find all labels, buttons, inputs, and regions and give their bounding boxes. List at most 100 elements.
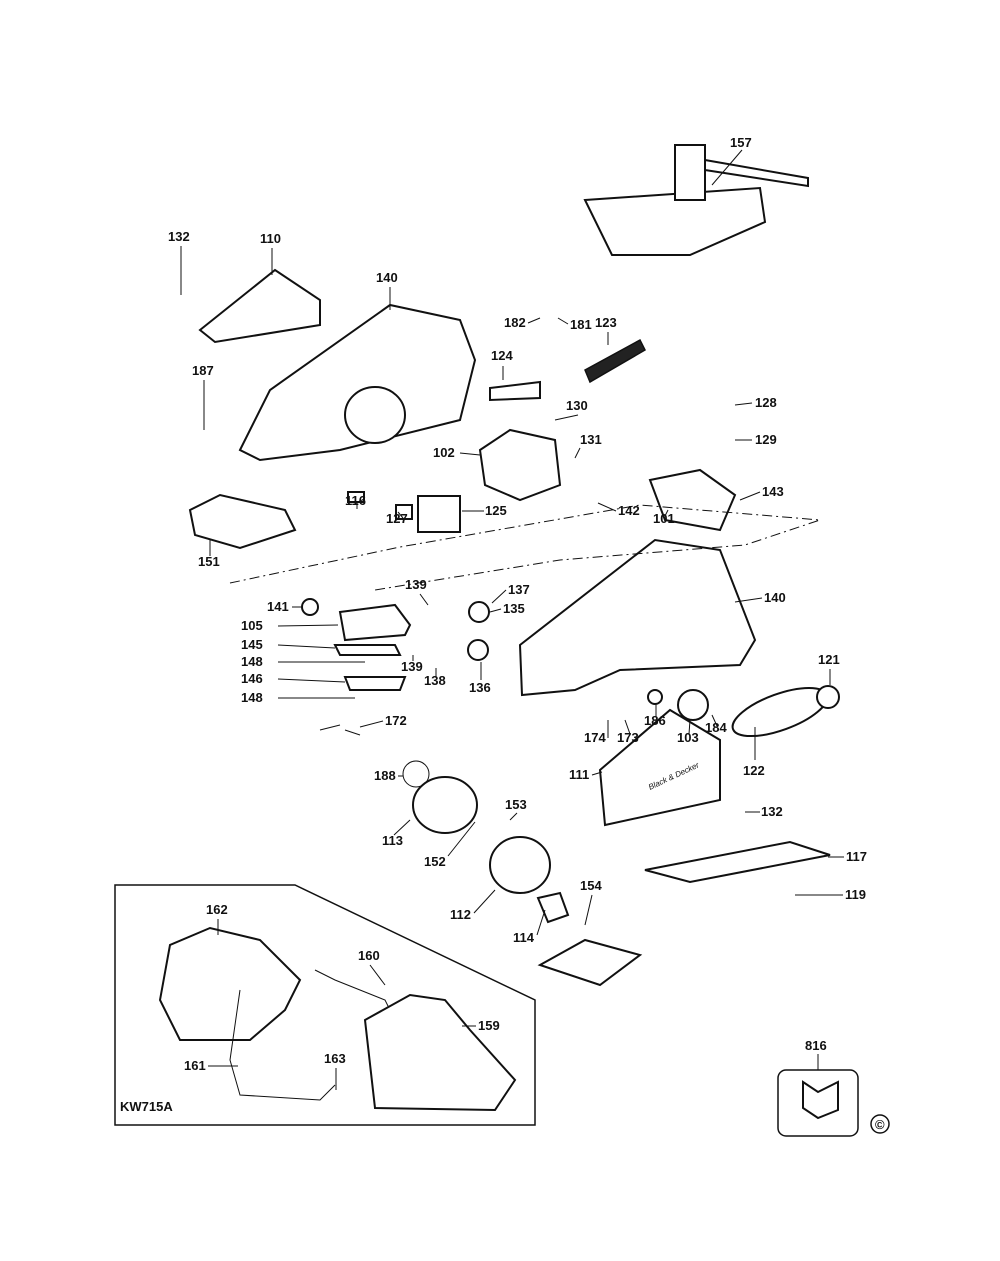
leader-line bbox=[473, 889, 496, 914]
leader-line bbox=[557, 317, 569, 325]
copyright-mark: © bbox=[875, 1117, 885, 1132]
part-label-174: 174 bbox=[584, 730, 606, 745]
leader-line bbox=[369, 964, 386, 986]
part-label-135: 135 bbox=[503, 601, 525, 616]
part-157-fence bbox=[583, 186, 767, 256]
leader-line bbox=[277, 644, 336, 649]
part-125-switch bbox=[417, 495, 461, 533]
part-label-132: 132 bbox=[168, 229, 190, 244]
leader-line bbox=[509, 812, 518, 821]
leader-lines bbox=[180, 149, 844, 1090]
leader-line bbox=[591, 771, 603, 776]
part-label-148: 148 bbox=[241, 654, 263, 669]
leader-line bbox=[574, 447, 581, 459]
part-140-housing bbox=[238, 303, 477, 462]
part-151-nozzle bbox=[188, 493, 297, 550]
leader-line bbox=[734, 597, 763, 603]
part-label-145: 145 bbox=[241, 637, 263, 652]
part-label-105: 105 bbox=[241, 618, 263, 633]
part-label-102: 102 bbox=[433, 445, 455, 460]
copyright-circle bbox=[870, 1114, 890, 1134]
leader-line bbox=[739, 491, 761, 501]
part-117-sole-plate bbox=[644, 840, 831, 884]
leader-line bbox=[491, 589, 507, 604]
part-label-131: 131 bbox=[580, 432, 602, 447]
kit-box-frame bbox=[114, 884, 536, 1126]
leader-line bbox=[527, 317, 541, 324]
part-159-adaptor bbox=[363, 993, 517, 1112]
part-label-181: 181 bbox=[570, 317, 592, 332]
part-label-110: 110 bbox=[260, 231, 281, 246]
part-label-114: 114 bbox=[513, 930, 535, 945]
part-label-127: 127 bbox=[386, 511, 408, 526]
leader-line bbox=[664, 509, 669, 517]
part-label-160: 160 bbox=[358, 948, 380, 963]
leader-line bbox=[711, 714, 718, 727]
part-label-140: 140 bbox=[376, 270, 398, 285]
part-label-122: 122 bbox=[743, 763, 765, 778]
leader-line bbox=[359, 720, 384, 728]
part-label-182: 182 bbox=[504, 315, 526, 330]
part-label-152: 152 bbox=[424, 854, 446, 869]
part-102-stator bbox=[478, 428, 562, 502]
part-label-151: 151 bbox=[198, 554, 220, 569]
leader-line bbox=[397, 511, 404, 519]
leader-line bbox=[419, 593, 429, 606]
part-label-125: 125 bbox=[485, 503, 507, 518]
part-122-belt bbox=[731, 686, 829, 738]
kit-816-label: 816 bbox=[805, 1038, 827, 1053]
part-label-187: 187 bbox=[192, 363, 214, 378]
part-label-172: 172 bbox=[385, 713, 407, 728]
leader-line bbox=[734, 402, 753, 406]
part-label-143: 143 bbox=[762, 484, 784, 499]
part-label-162: 162 bbox=[206, 902, 228, 917]
leader-line bbox=[711, 149, 743, 186]
part-label-136: 136 bbox=[469, 680, 491, 695]
part-111-belt-cover bbox=[598, 708, 721, 827]
part-label-140: 140 bbox=[764, 590, 786, 605]
reference-lines bbox=[229, 504, 821, 591]
part-label-157: 157 bbox=[730, 135, 752, 150]
part-label-139: 139 bbox=[401, 659, 423, 674]
part-label-173: 173 bbox=[617, 730, 639, 745]
part-label-154: 154 bbox=[580, 878, 602, 893]
part-label-129: 129 bbox=[755, 432, 777, 447]
part-label-142: 142 bbox=[618, 503, 640, 518]
part-label-103: 103 bbox=[677, 730, 699, 745]
part-label-186: 186 bbox=[644, 713, 666, 728]
part-162-bag bbox=[158, 926, 302, 1041]
leader-line bbox=[393, 819, 411, 836]
part-label-111: 111 bbox=[569, 767, 589, 782]
leader-line bbox=[489, 608, 502, 613]
part-label-132: 132 bbox=[761, 804, 783, 819]
leader-line bbox=[536, 909, 546, 936]
part-label-163: 163 bbox=[324, 1051, 346, 1066]
leader-line bbox=[447, 821, 476, 857]
part-label-130: 130 bbox=[566, 398, 588, 413]
part-label-153: 153 bbox=[505, 797, 527, 812]
leader-line bbox=[624, 719, 631, 735]
part-105-cutter-block bbox=[338, 603, 412, 642]
part-113-knob bbox=[412, 776, 478, 834]
part-label-128: 128 bbox=[755, 395, 777, 410]
part-label-101: 101 bbox=[653, 511, 675, 526]
part-label-141: 141 bbox=[267, 599, 289, 614]
leader-line bbox=[554, 414, 579, 421]
part-label-139: 139 bbox=[405, 577, 427, 592]
part-label-117: 117 bbox=[846, 849, 867, 864]
part-label-161: 161 bbox=[184, 1058, 206, 1073]
leader-line bbox=[688, 719, 691, 735]
part-label-112: 112 bbox=[450, 907, 471, 922]
part-label-124: 124 bbox=[491, 348, 513, 363]
part-label-113: 113 bbox=[382, 833, 403, 848]
part-label-121: 121 bbox=[818, 652, 840, 667]
leader-line bbox=[584, 894, 593, 926]
part-140-housing-right bbox=[518, 538, 757, 697]
part-label-159: 159 bbox=[478, 1018, 500, 1033]
part-label-148: 148 bbox=[241, 690, 263, 705]
part-label-184: 184 bbox=[705, 720, 727, 735]
part-110-cover bbox=[198, 268, 321, 344]
kit-code-label: KW715A bbox=[120, 1099, 173, 1114]
part-label-138: 138 bbox=[424, 673, 446, 688]
